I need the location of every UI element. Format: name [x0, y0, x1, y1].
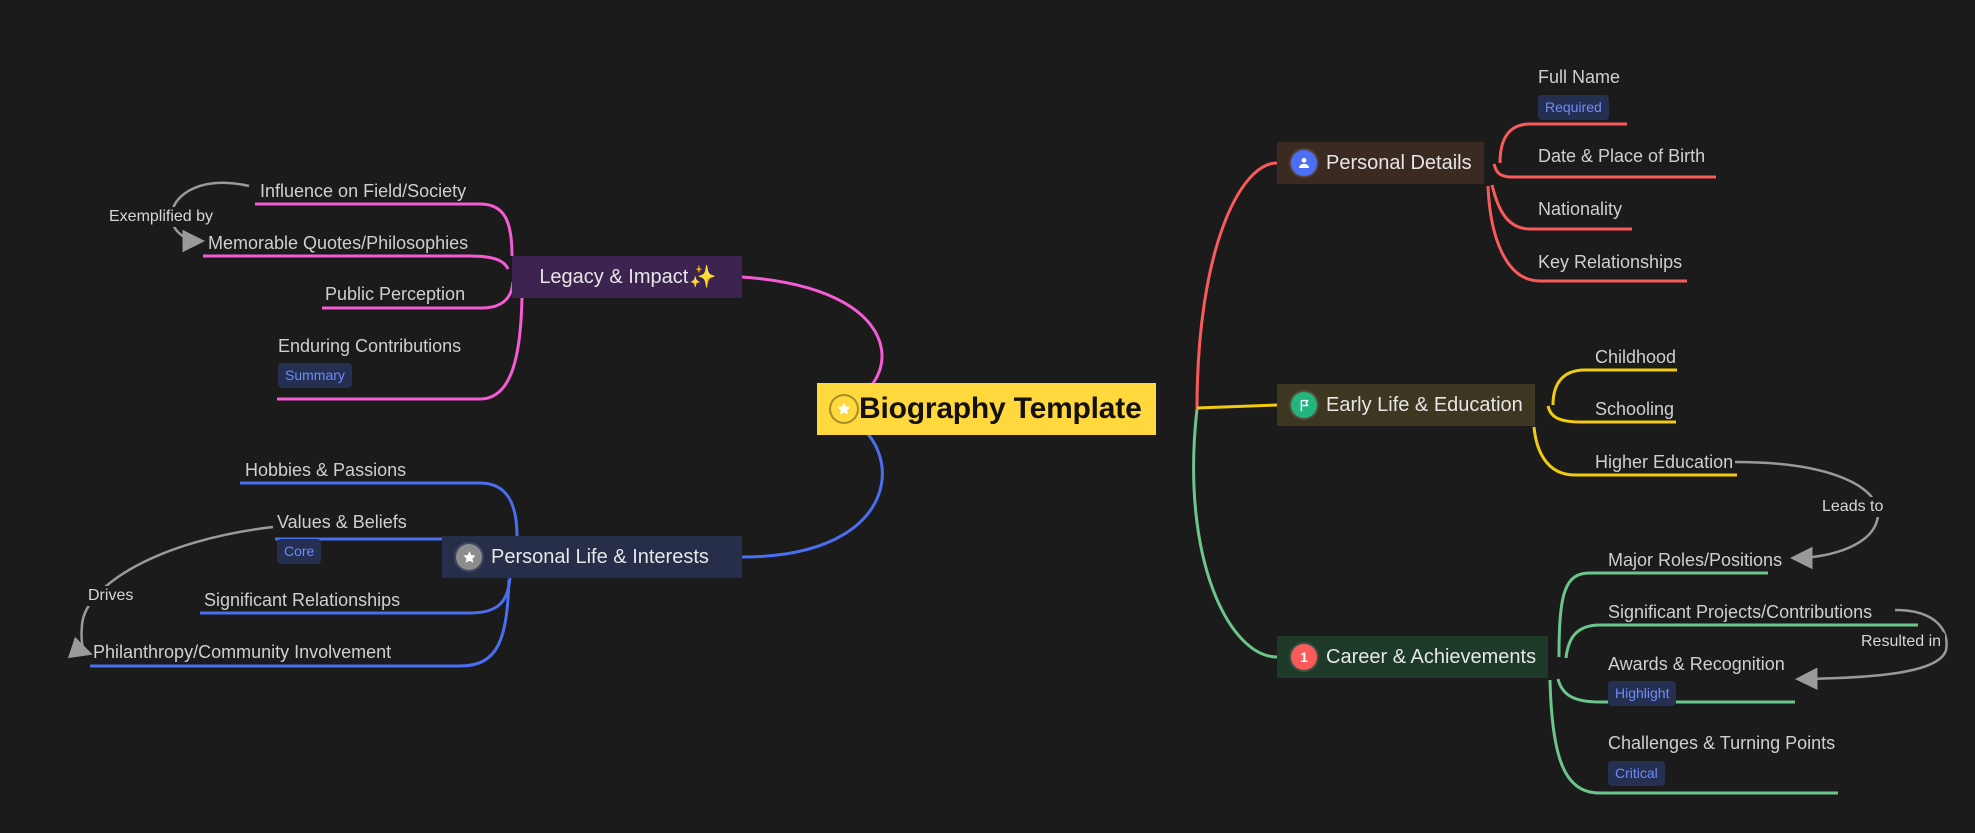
leaf-full-name[interactable]: Full Name — [1538, 67, 1621, 87]
link-lg-quotes — [203, 254, 510, 270]
crosslink-label-drives: Drives — [84, 586, 138, 606]
badge-critical: Critical — [1608, 761, 1665, 786]
branch-node-career[interactable]: 1 Career & Achievements — [1277, 636, 1549, 678]
crosslink-label-resulted-in: Resulted in — [1857, 632, 1946, 652]
branch-label-legacy: Legacy & Impact — [539, 265, 689, 288]
branch-node-early-life[interactable]: Early Life & Education — [1277, 384, 1535, 426]
root-label: Biography Template — [859, 392, 1142, 425]
badge-required: Required — [1538, 95, 1609, 120]
sparkles-icon: ✨ — [689, 264, 717, 289]
link-root-personal-details — [1195, 161, 1278, 410]
star-circle-icon — [831, 396, 857, 422]
leaf-influence-on-field[interactable]: Influence on Field/Society — [260, 181, 467, 201]
star-circle-icon — [456, 544, 482, 570]
person-circle-icon — [1291, 150, 1317, 176]
crosslink-label-leads-to: Leads to — [1818, 497, 1888, 517]
branch-label-early-life: Early Life & Education — [1326, 393, 1523, 416]
leaf-key-relationships[interactable]: Key Relationships — [1538, 252, 1683, 272]
leaf-nationality[interactable]: Nationality — [1538, 199, 1623, 219]
leaf-awards-recognition[interactable]: Awards & Recognition — [1608, 654, 1785, 674]
badge-core: Core — [277, 539, 322, 564]
link-root-career — [1192, 408, 1278, 659]
number-one-circle-icon: 1 — [1291, 644, 1317, 670]
badge-summary: Summary — [278, 363, 352, 388]
branch-label-personal-details: Personal Details — [1326, 151, 1472, 174]
branch-node-legacy[interactable]: Legacy & Impact✨ — [512, 256, 742, 298]
leaf-hobbies-passions[interactable]: Hobbies & Passions — [245, 460, 407, 480]
crosslink-label-exemplified-by: Exemplified by — [105, 207, 218, 227]
career-icon-number: 1 — [1300, 649, 1308, 665]
leaf-philanthropy[interactable]: Philanthropy/Community Involvement — [93, 642, 392, 662]
flag-circle-icon — [1291, 392, 1317, 418]
leaf-higher-education[interactable]: Higher Education — [1595, 452, 1734, 472]
branch-label-personal-life: Personal Life & Interests — [491, 545, 709, 568]
leaf-values-beliefs[interactable]: Values & Beliefs — [277, 512, 407, 532]
badge-highlight: Highlight — [1608, 681, 1677, 706]
leaf-childhood[interactable]: Childhood — [1595, 347, 1677, 367]
leaf-enduring-contributions[interactable]: Enduring Contributions — [278, 336, 462, 356]
link-root-early-life — [1196, 403, 1278, 410]
leaf-significant-relationships[interactable]: Significant Relationships — [204, 590, 401, 610]
leaf-date-place-of-birth[interactable]: Date & Place of Birth — [1538, 146, 1706, 166]
branch-node-personal-details[interactable]: Personal Details — [1277, 142, 1484, 184]
branch-label-career: Career & Achievements — [1326, 645, 1537, 668]
leaf-major-roles[interactable]: Major Roles/Positions — [1608, 550, 1783, 570]
leaf-public-perception[interactable]: Public Perception — [325, 284, 466, 304]
leaf-challenges-turning-points[interactable]: Challenges & Turning Points — [1608, 733, 1836, 753]
branch-node-personal-life[interactable]: Personal Life & Interests — [442, 536, 742, 578]
root-node[interactable]: Biography Template — [817, 383, 1156, 435]
link-ca-awards — [1556, 678, 1795, 704]
leaf-schooling[interactable]: Schooling — [1595, 399, 1675, 419]
leaf-memorable-quotes[interactable]: Memorable Quotes/Philosophies — [208, 233, 469, 253]
leaf-significant-projects[interactable]: Significant Projects/Contributions — [1608, 602, 1873, 622]
